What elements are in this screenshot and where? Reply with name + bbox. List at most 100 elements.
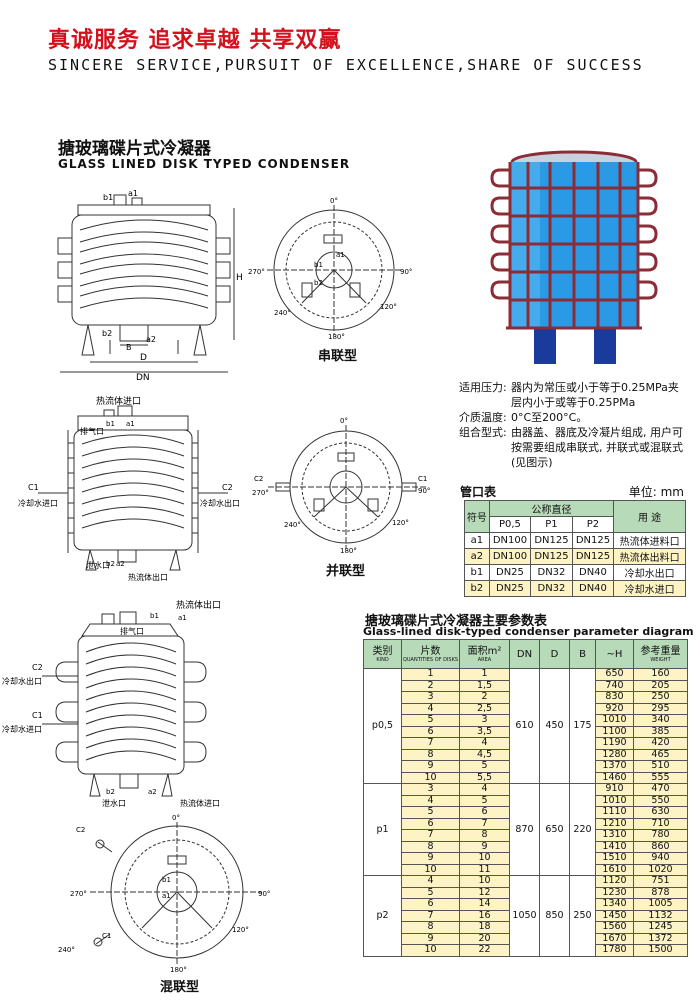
port-col-p1: P1 xyxy=(530,516,573,533)
param-cell-area: 10 xyxy=(459,852,510,865)
parallel-ang-240: 240° xyxy=(284,521,301,529)
series-plan-drawing: 0° 270° 90° 120° 240° 180° a1 b1 b2 xyxy=(248,197,412,341)
label-b1: b1 xyxy=(103,193,113,202)
param-cell-weight: 1020 xyxy=(633,863,688,876)
param-cell-area: 2 xyxy=(459,691,510,704)
condenser-photo xyxy=(490,150,658,364)
mixed-c1: C1 xyxy=(32,711,43,720)
param-cell-h: 1510 xyxy=(595,852,634,865)
param-cell-area: 4,5 xyxy=(459,748,510,761)
param-cell-weight: 205 xyxy=(633,679,688,692)
slogan-chinese: 真诚服务 追求卓越 共享双赢 xyxy=(48,28,342,53)
dim-dn-label: DN xyxy=(136,373,150,383)
parallel-plan-c2: C2 xyxy=(254,475,263,483)
port-col-nominal: 公称直径 xyxy=(488,500,615,517)
param-cell-h: 1230 xyxy=(595,886,634,899)
spec-value: 由器盖、器底及冷凝片组成, 用户可按需要组成串联式, 并联式或混联式(见图示) xyxy=(511,426,683,469)
param-cell-disks: 3 xyxy=(401,783,460,796)
param-cell-weight: 250 xyxy=(633,691,688,704)
param-cell-disks: 7 xyxy=(401,909,460,922)
param-cell-h: 1780 xyxy=(595,944,634,957)
param-cell-weight: 940 xyxy=(633,852,688,865)
param-cell-disks: 9 xyxy=(401,852,460,865)
param-cell-h: 1340 xyxy=(595,898,634,911)
param-cell-weight: 710 xyxy=(633,817,688,830)
product-title-english: GLASS LINED DISK TYPED CONDENSER xyxy=(58,157,351,171)
param-cell-area: 2,5 xyxy=(459,702,510,715)
param-cell-b: 175 xyxy=(569,668,596,784)
port-cell-purpose: 热流体进料口 xyxy=(613,532,686,549)
param-cell-area: 18 xyxy=(459,921,510,934)
param-cell-h: 1460 xyxy=(595,771,634,784)
mixed-a2: a2 xyxy=(148,788,157,796)
param-cell-weight: 630 xyxy=(633,806,688,819)
param-cell-b: 220 xyxy=(569,783,596,876)
param-cell-h: 1310 xyxy=(595,829,634,842)
mixed-plan-c2: C2 xyxy=(76,826,85,834)
param-cell-disks: 10 xyxy=(401,863,460,876)
param-cell-area: 5 xyxy=(459,760,510,773)
mixed-hot-in: 热流体进口 xyxy=(180,798,220,808)
mixed-plan-b1: b1 xyxy=(162,876,171,884)
parallel-c2: C2 xyxy=(222,483,233,492)
param-cell-weight: 1500 xyxy=(633,944,688,957)
mixed-ang-240: 240° xyxy=(58,946,75,954)
mixed-ang-120: 120° xyxy=(232,926,249,934)
param-cell-area: 4 xyxy=(459,737,510,750)
parallel-ang-120: 120° xyxy=(392,519,409,527)
series-ang-120: 120° xyxy=(380,303,397,311)
param-cell-weight: 860 xyxy=(633,840,688,853)
series-elevation-drawing: H D DN B b1 a1 a2 b2 xyxy=(57,189,243,383)
param-cell-disks: 4 xyxy=(401,794,460,807)
series-ang-0: 0° xyxy=(330,197,338,205)
mixed-a1: a1 xyxy=(178,614,187,622)
port-cell-p2: DN125 xyxy=(571,548,615,565)
param-cell-area: 5,5 xyxy=(459,771,510,784)
mixed-c2: C2 xyxy=(32,663,43,672)
port-cell-symbol: b1 xyxy=(464,564,490,581)
param-cell-dn: 1050 xyxy=(509,875,540,957)
param-cell-kind: p0,5 xyxy=(363,668,402,784)
param-cell-weight: 510 xyxy=(633,760,688,773)
param-cell-disks: 4 xyxy=(401,875,460,888)
parallel-ang-0: 0° xyxy=(340,417,348,425)
param-cell-disks: 8 xyxy=(401,921,460,934)
mixed-ang-270: 270° xyxy=(70,890,87,898)
param-cell-area: 3 xyxy=(459,714,510,727)
parallel-a1: a1 xyxy=(126,420,135,428)
mixed-hot-out: 热流体出口 xyxy=(176,599,221,611)
port-table-unit: 单位: mm xyxy=(628,485,684,499)
param-cell-disks: 3 xyxy=(401,691,460,704)
param-cell-disks: 5 xyxy=(401,806,460,819)
spec-combination: 组合型式: 由器盖、器底及冷凝片组成, 用户可按需要组成串联式, 并联式或混联式… xyxy=(459,425,689,470)
param-cell-h: 1610 xyxy=(595,863,634,876)
parallel-a2: a2 xyxy=(116,560,125,568)
param-cell-disks: 4 xyxy=(401,702,460,715)
port-cell-purpose: 冷却水出口 xyxy=(613,564,686,581)
port-cell-purpose: 热流体出料口 xyxy=(613,548,686,565)
port-col-purpose: 用 途 xyxy=(613,500,686,533)
param-cell-weight: 1005 xyxy=(633,898,688,911)
port-cell-p05: DN100 xyxy=(488,532,532,549)
series-plan-b2: b2 xyxy=(314,279,323,287)
parallel-vent: 排气口 xyxy=(80,426,104,436)
param-cell-weight: 751 xyxy=(633,875,688,888)
param-cell-area: 9 xyxy=(459,840,510,853)
param-cell-disks: 10 xyxy=(401,944,460,957)
param-cell-h: 1560 xyxy=(595,921,634,934)
port-cell-purpose: 冷却水进口 xyxy=(613,580,686,597)
param-cell-weight: 780 xyxy=(633,829,688,842)
param-cell-disks: 5 xyxy=(401,886,460,899)
param-cell-h: 1210 xyxy=(595,817,634,830)
